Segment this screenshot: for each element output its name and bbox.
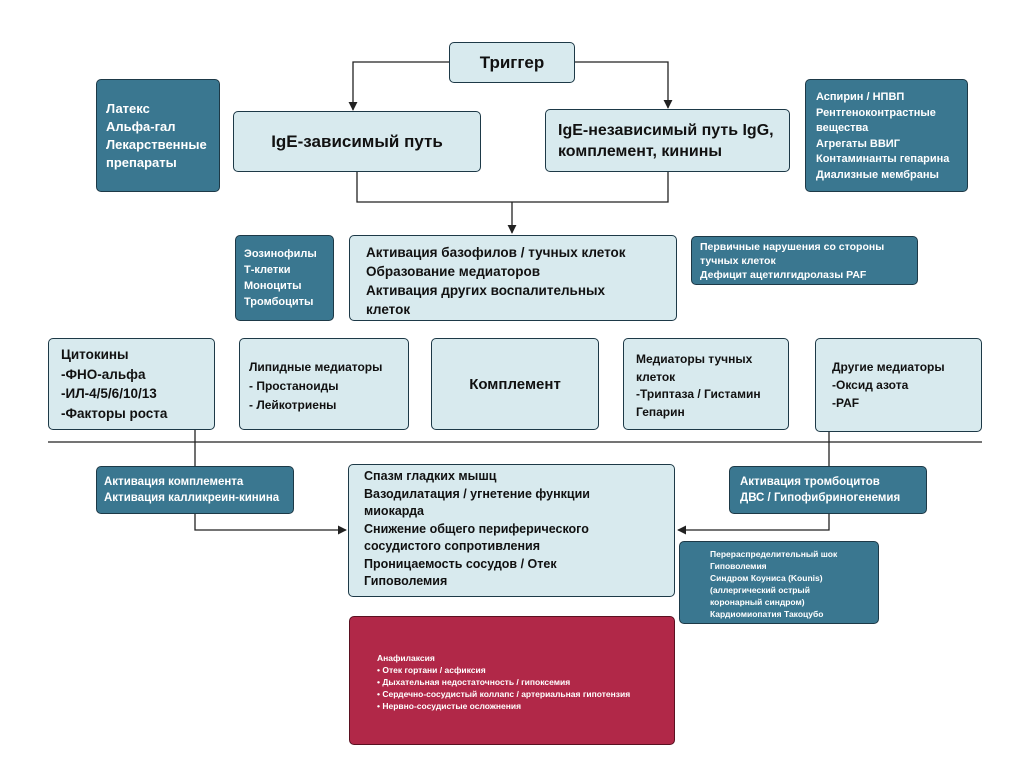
complement-label: Комплемент <box>469 375 561 393</box>
shock-line: коронарный синдром) <box>710 597 805 607</box>
shock-line: Перераспределительный шок <box>710 549 838 559</box>
mast-line: Медиаторы тучных <box>636 352 753 366</box>
effect-line: Проницаемость сосудов / Отек <box>364 556 557 571</box>
mast-mediators-box: Медиаторы тучных клеток -Триптаза / Гист… <box>623 338 789 430</box>
right-triggers-box: Аспирин / НПВП Рентгеноконтрастные вещес… <box>805 79 968 192</box>
lipid-line: Липидные медиаторы <box>249 360 383 374</box>
other-mediators-box: Другие медиаторы -Оксид азота -PAF <box>815 338 982 432</box>
activation-line: Образование медиаторов <box>366 264 541 279</box>
arrow-trigger-to-non-ige <box>575 61 673 109</box>
primary-defects-box: Первичные нарушения со стороны тучных кл… <box>691 236 918 285</box>
activation-line: клеток <box>366 302 411 317</box>
effects-box: Спазм гладких мышц Вазодилатация / угнет… <box>348 464 675 597</box>
ige-independent-line: комплемент, кинины <box>558 143 723 160</box>
shock-line: Кардиомиопатия Такоцубо <box>710 609 824 619</box>
cytokines-line: -ИЛ-4/5/6/10/13 <box>61 386 157 401</box>
cytokines-line: -ФНО-альфа <box>61 366 146 382</box>
effect-line: миокарда <box>364 504 424 518</box>
arrow-trigger-to-ige <box>348 61 449 111</box>
effect-line: Спазм гладких мышц <box>364 469 497 483</box>
effect-line: Гиповолемия <box>364 574 448 588</box>
ige-independent-line: IgE-независимый путь IgG, <box>558 122 774 139</box>
right-trigger-item: Рентгеноконтрастные <box>816 106 936 119</box>
complement-activation-line: Активация калликреин-кинина <box>104 492 280 504</box>
left-trigger-item: Лекарственные <box>106 137 207 152</box>
left-trigger-item: Альфа-гал <box>106 119 176 134</box>
anaphylaxis-item: • Дыхательная недостаточность / гипоксем… <box>377 677 571 687</box>
cytokines-line: Цитокины <box>61 347 129 362</box>
platelet-activation-box: Активация тромбоцитов ДВС / Гипофибриног… <box>729 466 927 514</box>
left-trigger-item: Латекс <box>106 101 150 116</box>
other-line: Другие медиаторы <box>832 360 945 374</box>
left-triggers-box: Латекс Альфа-гал Лекарственные препараты <box>96 79 220 192</box>
shock-line: Гиповолемия <box>710 561 767 571</box>
shock-line: Синдром Коуниса (Kounis) <box>710 573 823 583</box>
cytokines-box: Цитокины -ФНО-альфа -ИЛ-4/5/6/10/13 -Фак… <box>48 338 215 430</box>
complement-box: Комплемент <box>431 338 599 430</box>
anaphylaxis-box: Анафилаксия • Отек гортани / асфиксия • … <box>349 616 675 745</box>
lipid-line: - Простаноиды <box>249 379 339 393</box>
trigger-box: Триггер <box>449 42 575 83</box>
effect-line: Снижение общего периферического <box>364 521 589 536</box>
ige-dependent-box: IgE-зависимый путь <box>233 111 481 172</box>
other-line: -PAF <box>832 396 860 410</box>
platelet-line: ДВС / Гипофибриногенемия <box>740 492 901 504</box>
lipid-line: - Лейкотриены <box>249 398 337 412</box>
activation-line: Активация других воспалительных <box>366 283 606 298</box>
cells-box: Эозинофилы Т-клетки Моноциты Тромбоциты <box>235 235 334 321</box>
primary-defects-line: Дефицит ацетилгидролазы PAF <box>700 269 867 281</box>
anaphylaxis-title: Анафилаксия <box>377 653 435 663</box>
right-trigger-item: Контаминанты гепарина <box>816 153 950 165</box>
arrow-right-to-effects <box>677 512 830 535</box>
effect-line: Вазодилатация / угнетение функции <box>364 486 590 501</box>
mast-line: клеток <box>636 369 676 384</box>
other-line: -Оксид азота <box>832 378 909 392</box>
anaphylaxis-item: • Отек гортани / асфиксия <box>377 665 486 675</box>
cell-item: Тромбоциты <box>244 296 314 308</box>
cell-item: Моноциты <box>244 280 302 292</box>
activation-box: Активация базофилов / тучных клеток Обра… <box>349 235 677 321</box>
effect-line: сосудистого сопротивления <box>364 539 541 553</box>
shock-line: (аллергический острый <box>710 585 810 595</box>
anaphylaxis-item: • Нервно-сосудистые осложнения <box>377 701 522 711</box>
arrow-left-to-effects <box>194 512 347 535</box>
anaphylaxis-item: • Сердечно-сосудистый коллапс / артериал… <box>377 689 631 699</box>
right-trigger-item: вещества <box>816 122 869 134</box>
cytokines-line: -Факторы роста <box>61 405 168 421</box>
complement-activation-line: Активация комплемента <box>104 476 244 488</box>
merge-line <box>356 172 669 203</box>
right-trigger-item: Диализные мембраны <box>816 168 939 181</box>
primary-defects-line: Первичные нарушения со стороны <box>700 241 885 253</box>
mast-line: Гепарин <box>636 404 685 419</box>
mast-line: -Триптаза / Гистамин <box>636 387 761 401</box>
ige-dependent-label: IgE-зависимый путь <box>271 131 443 151</box>
ige-independent-box: IgE-независимый путь IgG, комплемент, ки… <box>545 109 790 172</box>
lipid-mediators-box: Липидные медиаторы - Простаноиды - Лейко… <box>239 338 409 430</box>
primary-defects-line: тучных клеток <box>700 255 776 267</box>
right-trigger-item: Агрегаты ВВИГ <box>816 137 900 150</box>
left-trigger-item: препараты <box>106 155 177 170</box>
activation-line: Активация базофилов / тучных клеток <box>366 245 626 260</box>
complement-activation-box: Активация комплемента Активация калликре… <box>96 466 294 514</box>
platelet-line: Активация тромбоцитов <box>740 476 880 488</box>
right-trigger-item: Аспирин / НПВП <box>816 91 905 103</box>
shock-box: Перераспределительный шок Гиповолемия Си… <box>679 541 879 624</box>
cell-item: Т-клетки <box>244 264 291 276</box>
cell-item: Эозинофилы <box>244 248 317 260</box>
trigger-label: Триггер <box>479 52 545 72</box>
